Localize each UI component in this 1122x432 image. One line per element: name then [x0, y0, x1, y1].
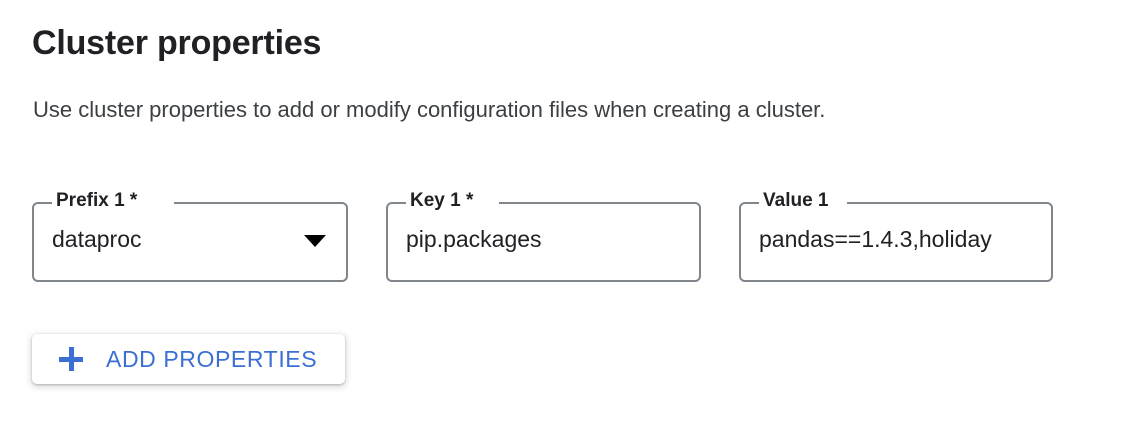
key-field-value[interactable]: pip.packages	[406, 226, 542, 252]
plus-icon	[58, 346, 84, 372]
value-field[interactable]: Value 1 pandas==1.4.3,holiday	[739, 190, 1053, 282]
value-field-notch	[759, 200, 847, 204]
add-properties-button[interactable]: ADD PROPERTIES	[32, 334, 345, 384]
chevron-down-icon[interactable]	[304, 235, 326, 247]
page-title: Cluster properties	[32, 24, 322, 62]
prefix-field[interactable]: Prefix 1 * dataproc	[32, 190, 348, 282]
add-properties-button-label: ADD PROPERTIES	[106, 346, 318, 372]
prefix-field-value[interactable]: dataproc	[52, 226, 142, 252]
key-field-notch	[406, 200, 499, 204]
key-field-label: Key 1 *	[410, 190, 474, 211]
prefix-field-notch	[52, 200, 174, 204]
value-field-label: Value 1	[763, 190, 829, 211]
page-description: Use cluster properties to add or modify …	[33, 97, 826, 122]
key-field[interactable]: Key 1 * pip.packages	[386, 190, 701, 282]
prefix-field-label: Prefix 1 *	[56, 190, 138, 211]
value-field-value[interactable]: pandas==1.4.3,holiday	[759, 226, 992, 252]
